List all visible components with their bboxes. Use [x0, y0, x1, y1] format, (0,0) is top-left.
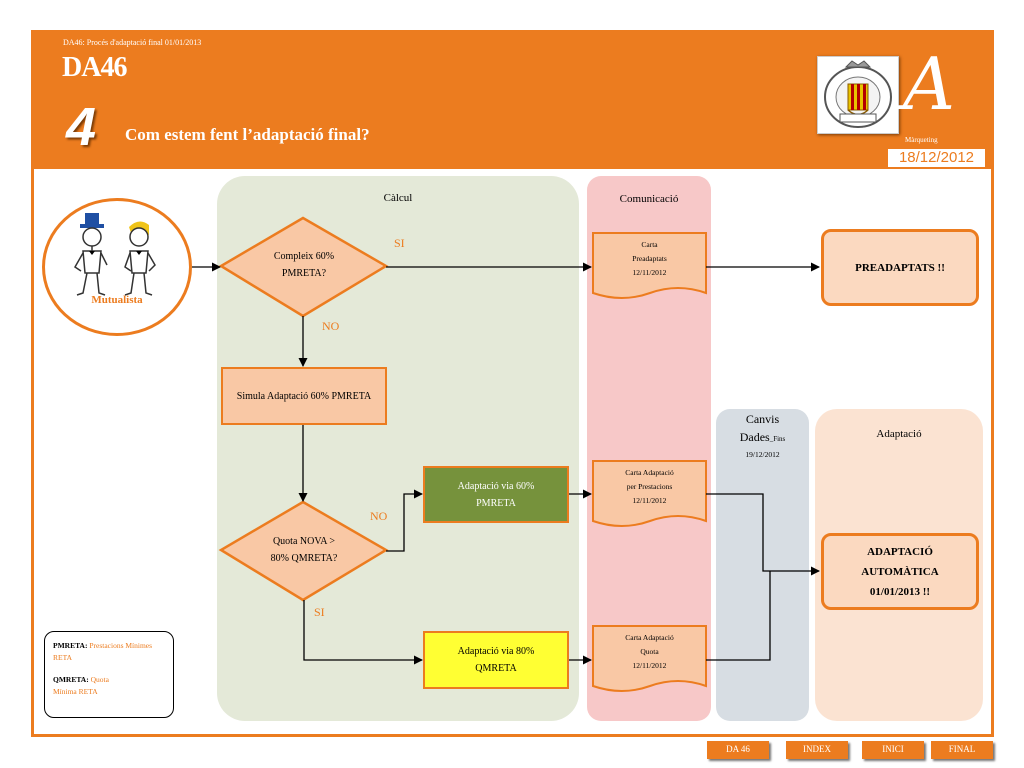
header-subtitle: DA46: Procés d'adaptació final 01/01/201…: [63, 38, 202, 47]
decision1-line2: PMRETA?: [281, 268, 327, 279]
decision-diamond-2: [218, 500, 389, 602]
crest-icon: [824, 60, 892, 128]
lane-calcul-title: Càlcul: [383, 192, 413, 204]
process-adaptacio-60-pmreta: Adaptació via 60% PMRETA: [423, 466, 569, 523]
result-adaptacio-automatica: ADAPTACIÓ AUTOMÀTICA 01/01/2013 !!: [821, 533, 979, 610]
arrow-decision2-yes: [303, 600, 423, 665]
document-shape-1: [592, 232, 707, 299]
two-people-figures-icon: [74, 213, 156, 296]
header-date: 18/12/2012: [887, 148, 986, 168]
decision1-no-label: NO: [322, 319, 340, 333]
legend-qmreta-value: Quota: [90, 675, 109, 684]
doc3-date: 12/11/2012: [632, 661, 667, 670]
process-adaptacio-80-qmreta: Adaptació via 80% QMRETA: [423, 631, 569, 689]
decision1-line1: Compleix 60%: [273, 251, 335, 262]
legend-qmreta-value-line2: Mínima RETA: [53, 687, 98, 696]
page-title: Com estem fent l’adaptació final?: [125, 125, 370, 144]
green-line1: Adaptació via 60%: [457, 480, 535, 492]
document-shape-3: [592, 625, 707, 692]
brand-name: Màrqueting: [905, 136, 938, 144]
auto-line1: ADAPTACIÓ: [867, 545, 933, 558]
lane-canvis-suffix: _Fins: [769, 435, 786, 443]
legend-pmreta-key: PMRETA:: [53, 641, 88, 650]
nav-da46-button[interactable]: DA 46: [707, 741, 769, 759]
green-line2: PMRETA: [476, 497, 516, 509]
actor-circle: [42, 198, 192, 336]
doc1-line2: Preadaptats: [632, 254, 667, 263]
decision2-no-label: NO: [370, 509, 388, 523]
actor-label: Mutualista: [91, 294, 143, 306]
result-preadaptats: PREADAPTATS !!: [821, 229, 979, 306]
doc1-date: 12/11/2012: [632, 268, 667, 277]
lane-canvis-date: 19/12/2012: [745, 450, 780, 459]
simulate-box: Simula Adaptació 60% PMRETA: [221, 367, 387, 425]
lane-comunicacio-title: Comunicació: [619, 193, 679, 205]
yellow-line2: QMRETA: [475, 663, 517, 674]
lane-canvis-dades-word: Dades: [739, 430, 770, 444]
legend-box: PMRETA: Prestacions Mínimes RETA QMRETA:…: [44, 631, 174, 718]
brand-letter-logo: A: [903, 42, 955, 126]
nav-final-button[interactable]: FINAL: [931, 741, 993, 759]
document-code: DA46: [62, 52, 127, 83]
yellow-line1: Adaptació via 80%: [457, 646, 535, 657]
auto-line3: 01/01/2013 !!: [869, 585, 931, 598]
doc2-line2: per Prestacions: [626, 482, 673, 491]
doc3-line1: Carta Adaptació: [625, 633, 674, 642]
decision2-yes-label: SI: [314, 605, 325, 619]
legend-qmreta-key: QMRETA:: [53, 675, 89, 684]
legend-pmreta-value-line2: RETA: [53, 653, 72, 662]
document-carta-quota: Carta Adaptació Quota 12/11/2012: [593, 631, 706, 673]
step-number: 4: [66, 97, 97, 157]
arrow-decision2-no: [386, 489, 423, 552]
doc2-date: 12/11/2012: [632, 496, 667, 505]
nav-index-button[interactable]: INDEX: [786, 741, 848, 759]
decision1-yes-label: SI: [394, 236, 405, 250]
decision2-label: Quota NOVA > 80% QMRETA?: [245, 533, 363, 567]
nav-inici-button[interactable]: INICI: [862, 741, 924, 759]
decision2-line1: Quota NOVA >: [272, 536, 336, 547]
arrow-doc2-to-auto: [706, 493, 820, 576]
lane-canvis-title-line2: Dades_Fins: [716, 430, 809, 445]
document-shape-2: [592, 460, 707, 527]
document-carta-prestacions: Carta Adaptació per Prestacions 12/11/20…: [593, 466, 706, 508]
document-carta-preadaptats: Carta Preadaptats 12/11/2012: [593, 238, 706, 280]
lane-canvis-title-line1: Canvis: [745, 412, 780, 426]
arrow-doc3-to-auto: [706, 571, 771, 661]
lane-adaptacio-title: Adaptació: [876, 428, 922, 440]
doc3-line2: Quota: [640, 647, 659, 656]
legend-pmreta-value: Prestacions Mínimes: [89, 641, 153, 650]
auto-line2: AUTOMÀTICA: [861, 565, 939, 578]
college-crest-logo: [817, 56, 899, 134]
decision2-line2: 80% QMRETA?: [270, 553, 338, 564]
doc1-line1: Carta: [641, 240, 658, 249]
decision1-label: Compleix 60% PMRETA?: [245, 248, 363, 282]
doc2-line1: Carta Adaptació: [625, 468, 674, 477]
